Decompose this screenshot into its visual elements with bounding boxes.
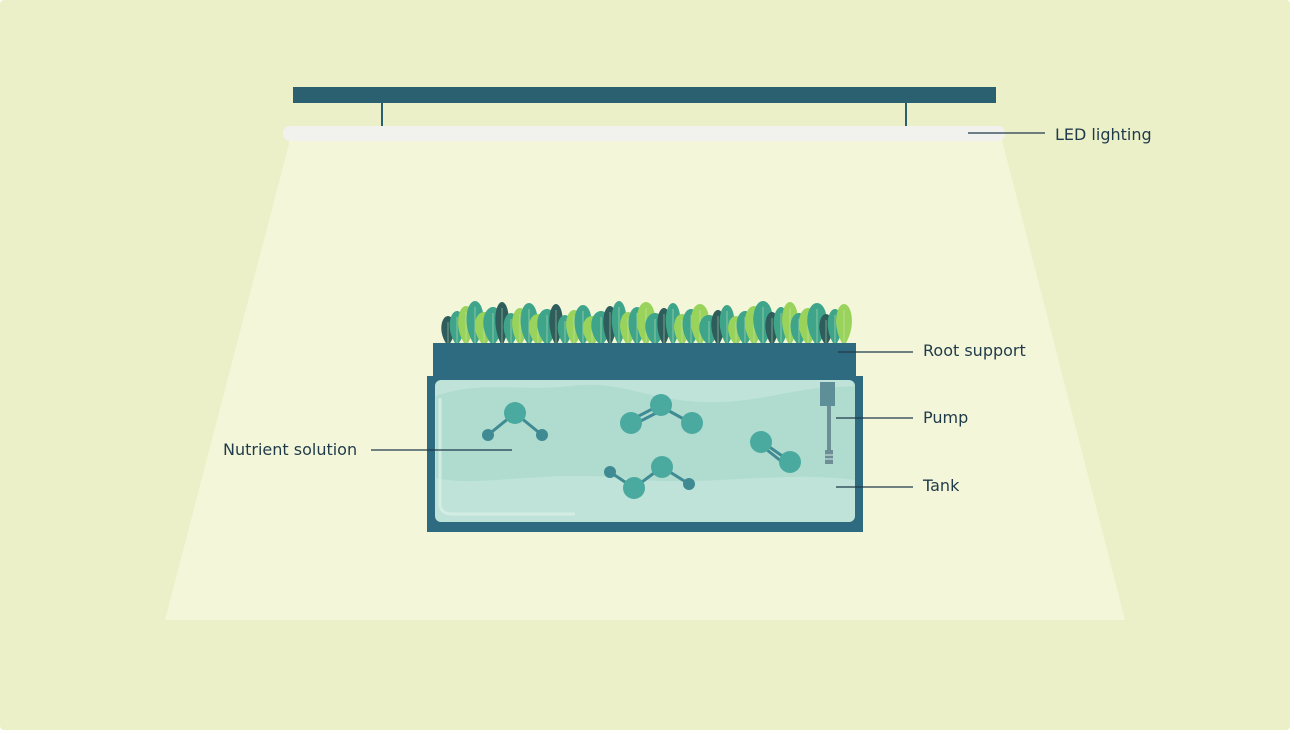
molecule-atom: [504, 402, 526, 424]
molecule-atom: [750, 431, 772, 453]
molecule-atom: [681, 412, 703, 434]
pump-filter: [825, 450, 833, 464]
molecule-2: [620, 394, 703, 434]
label-root-support: Root support: [923, 341, 1026, 360]
molecule-atom: [779, 451, 801, 473]
water-highlight: [438, 398, 575, 516]
molecule-3: [750, 431, 801, 473]
label-tank: Tank: [923, 476, 960, 495]
molecule-atom: [651, 456, 673, 478]
led-tube: [283, 126, 1005, 141]
pump-body: [820, 382, 835, 406]
molecule-atom: [650, 394, 672, 416]
fixture-bar: [293, 87, 996, 103]
plants: [441, 301, 852, 346]
label-nutrient-solution: Nutrient solution: [223, 440, 358, 459]
label-pump: Pump: [923, 408, 969, 427]
molecule-atom: [683, 478, 695, 490]
label-led-lighting: LED lighting: [1055, 125, 1152, 144]
water-wave: [436, 384, 855, 482]
molecule-1: [482, 402, 548, 441]
molecule-atom: [482, 429, 494, 441]
root-support: [433, 343, 856, 376]
molecule-atom: [604, 466, 616, 478]
molecule-atom: [623, 477, 645, 499]
molecule-atom: [620, 412, 642, 434]
molecule-atom: [536, 429, 548, 441]
molecule-4: [604, 456, 695, 499]
